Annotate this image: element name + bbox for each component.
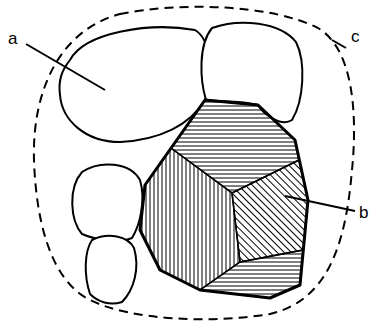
muscle-outline: [86, 236, 137, 304]
compartment-outline: [140, 100, 308, 298]
callout-letter: a: [8, 30, 17, 47]
muscle-outline: [72, 164, 142, 241]
leader-line: [26, 44, 105, 90]
leader-line: [332, 40, 346, 48]
callout-letter: b: [359, 204, 368, 221]
outer-fascia-outline: [34, 7, 354, 319]
leader-line: [285, 196, 355, 211]
hatched-region: [232, 160, 308, 262]
callout-letter: c: [351, 28, 360, 45]
